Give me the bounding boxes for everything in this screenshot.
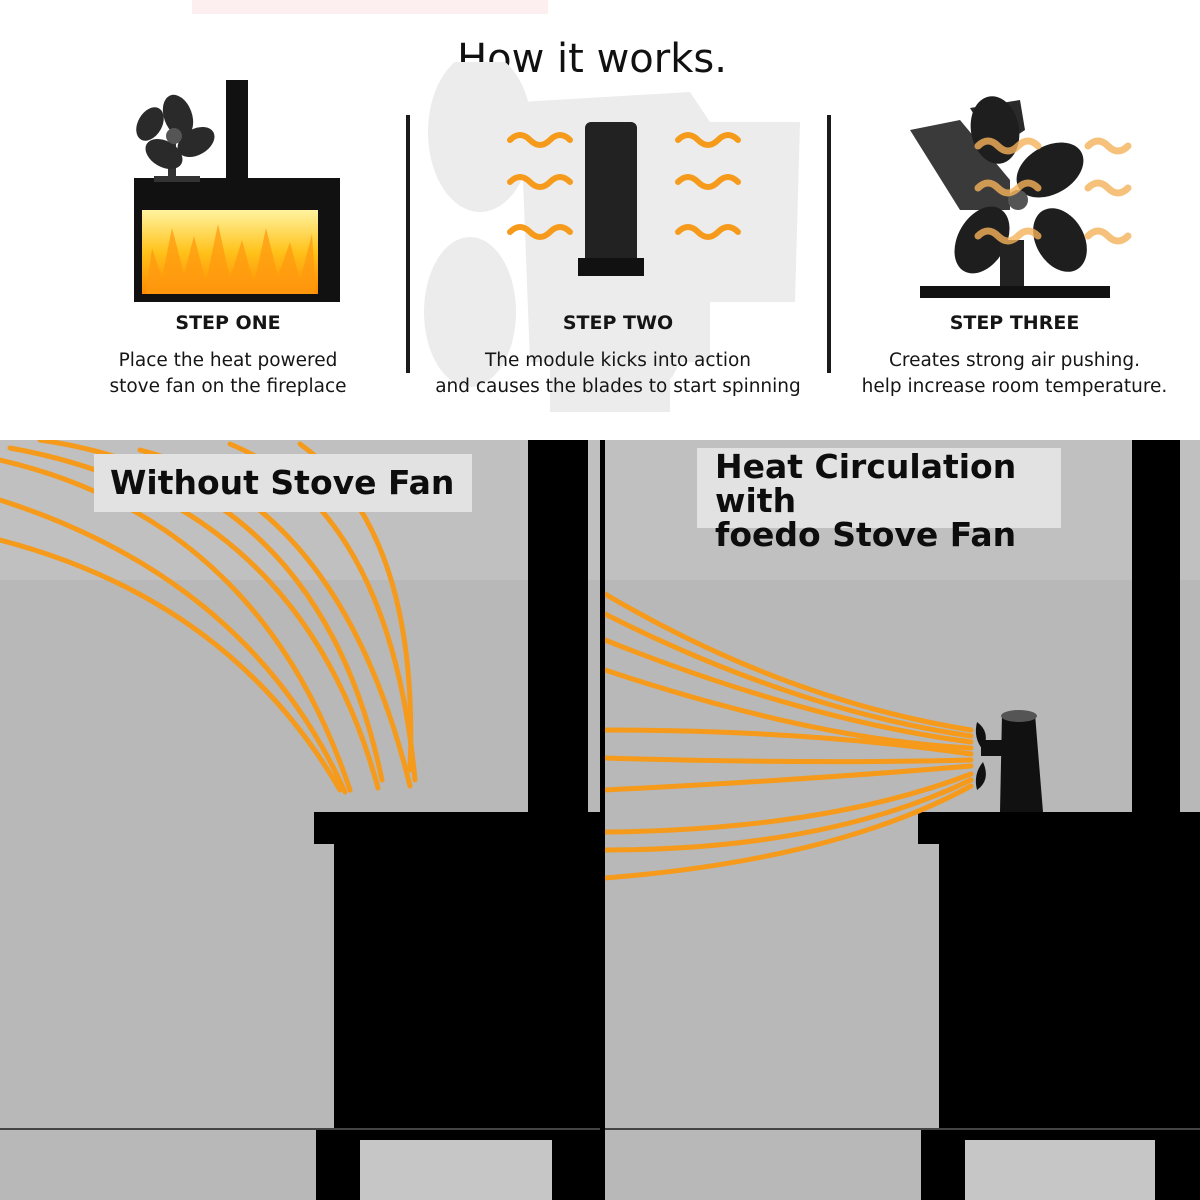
step-two: STEP TWO The module kicks into action an… [418,312,818,400]
step-one-line-1: Place the heat powered [118,350,338,371]
step-two-line-1: The module kicks into action [484,350,752,371]
with-fan-caption-line-2: foedo Stove Fan [715,515,1017,554]
rising-heat-lines [0,440,418,795]
step-two-line-2: and causes the blades to start spinning [435,376,801,397]
without-fan-diagram [0,440,600,1200]
step-one: STEP ONE Place the heat powered stove fa… [58,312,398,400]
top-edge-strip [192,0,548,14]
with-fan-caption-line-1: Heat Circulation with [715,447,1017,520]
panel-divider [600,440,605,1200]
step-divider-1 [406,115,410,373]
step-two-label: STEP TWO [562,312,674,334]
without-fan-caption: Without Stove Fan [94,454,472,512]
step-three-line-1: Creates strong air pushing. [888,350,1141,371]
step-two-description: The module kicks into action and causes … [418,348,818,400]
step-one-label: STEP ONE [175,312,281,334]
with-fan-caption: Heat Circulation with foedo Stove Fan [697,447,1061,552]
step-three-description: Creates strong air pushing. help increas… [842,348,1187,400]
step-divider-2 [827,115,831,373]
without-fan-panel: Without Stove Fan [0,440,600,1200]
step-three-label: STEP THREE [949,312,1080,334]
spinning-fan-airflow-icon [910,96,1132,298]
step-one-line-2: stove fan on the fireplace [109,376,347,397]
step-three: STEP THREE Creates strong air pushing. h… [842,312,1187,400]
with-fan-diagram [605,440,1200,1200]
step-one-description: Place the heat powered stove fan on the … [58,348,398,400]
fireplace-with-fan-icon [134,80,340,302]
step-three-line-2: help increase room temperature. [861,376,1168,397]
fan-module-heat-icon [424,62,800,412]
stove-fan-icon [975,710,1043,812]
with-fan-panel: Heat Circulation with foedo Stove Fan [605,440,1200,1200]
circulated-heat-lines [605,591,974,881]
